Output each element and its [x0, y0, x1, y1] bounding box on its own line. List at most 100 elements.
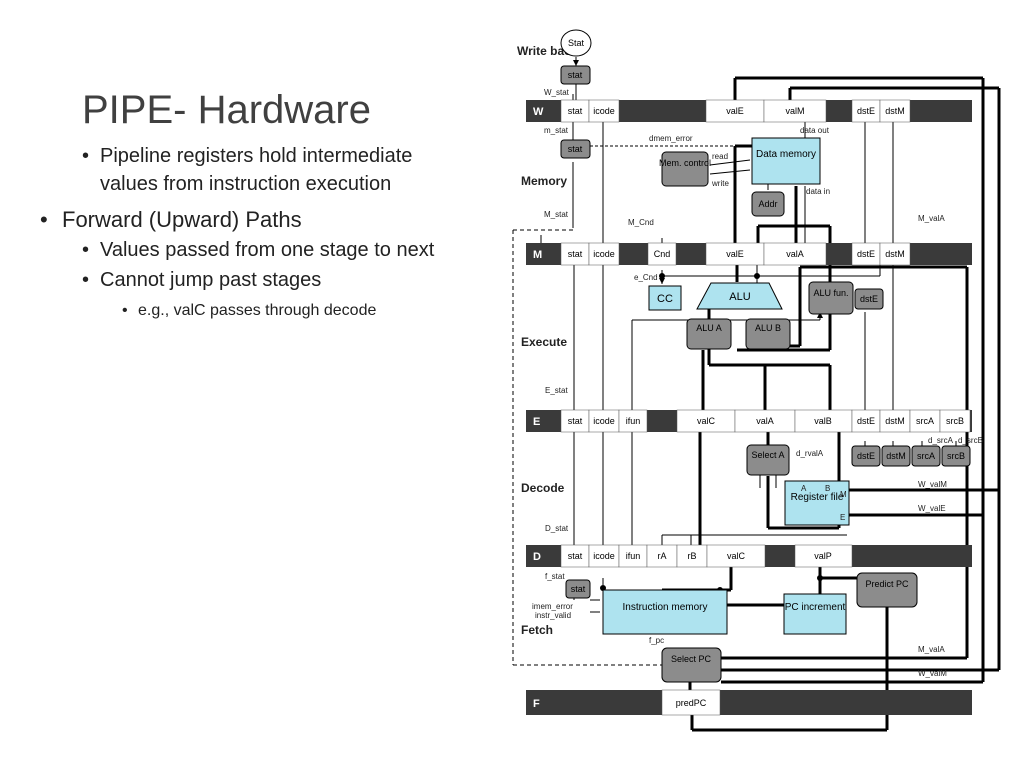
svg-text:E: E — [533, 416, 540, 428]
svg-text:M_valA: M_valA — [918, 645, 945, 654]
svg-text:W_stat: W_stat — [544, 88, 570, 97]
svg-text:d_srcB: d_srcB — [958, 436, 983, 445]
stage-decode: Decode — [521, 481, 565, 495]
bullet-valc-example: •e.g., valC passes through decode — [122, 302, 377, 319]
svg-text:m_stat: m_stat — [544, 126, 569, 135]
pipeline-register-f: F predPC — [526, 689, 972, 716]
svg-text:dstM: dstM — [885, 106, 905, 116]
svg-text:data out: data out — [800, 126, 830, 135]
stage-execute: Execute — [521, 335, 567, 349]
svg-text:stat: stat — [568, 416, 583, 426]
select-a-block: Select A — [746, 444, 790, 476]
alu-fun-block: ALU fun. — [808, 281, 854, 315]
svg-text:rA: rA — [658, 551, 667, 561]
pipeline-register-e: E stat icode ifun valC valA valB dstE ds… — [526, 409, 972, 433]
svg-text:valE: valE — [726, 106, 744, 116]
svg-text:data in: data in — [806, 187, 830, 196]
svg-text:M_Cnd: M_Cnd — [628, 218, 654, 227]
svg-text:read: read — [712, 152, 728, 161]
bullet-values-passed: •Values passed from one stage to next — [82, 239, 435, 261]
svg-text:stat: stat — [568, 70, 583, 80]
svg-text:Select PC: Select PC — [671, 654, 712, 664]
svg-text:W_valE: W_valE — [918, 504, 946, 513]
d-srcb-box: srcB — [941, 445, 971, 467]
svg-text:D: D — [533, 551, 541, 563]
svg-text:E_stat: E_stat — [545, 386, 568, 395]
svg-text:dstM: dstM — [885, 249, 905, 259]
svg-text:stat: stat — [568, 249, 583, 259]
svg-text:Instruction memory: Instruction memory — [622, 602, 707, 613]
stat-output: Stat — [560, 29, 592, 57]
svg-text:dmem_error: dmem_error — [649, 134, 693, 143]
bullet-pipeline-registers: •Pipeline registers hold intermediate va… — [82, 145, 413, 195]
svg-text:F: F — [533, 698, 540, 710]
svg-text:dstE: dstE — [857, 249, 875, 259]
instruction-memory-block: Instruction memory — [602, 589, 728, 635]
svg-text:ALU A: ALU A — [696, 323, 722, 333]
alu-block: ALU — [696, 282, 783, 310]
svg-text:W: W — [533, 106, 544, 118]
e-dste-block: dstE — [854, 288, 884, 310]
svg-text:B: B — [825, 484, 830, 493]
svg-text:valP: valP — [814, 551, 832, 561]
alu-a-block: ALU A — [686, 318, 732, 350]
svg-text:M: M — [533, 249, 542, 261]
svg-text:ALU B: ALU B — [755, 323, 781, 333]
svg-text:valA: valA — [786, 249, 804, 259]
svg-text:f_pc: f_pc — [649, 636, 664, 645]
svg-text:srcA: srcA — [916, 416, 934, 426]
svg-text:stat: stat — [571, 584, 586, 594]
f-stat-box: stat — [565, 579, 591, 599]
register-file-block: Register file — [784, 480, 850, 526]
svg-text:W_valM: W_valM — [918, 480, 947, 489]
svg-text:Stat: Stat — [568, 38, 585, 48]
svg-text:predPC: predPC — [676, 698, 707, 708]
svg-text:dstE: dstE — [857, 416, 875, 426]
svg-text:icode: icode — [593, 551, 615, 561]
svg-text:icode: icode — [593, 106, 615, 116]
svg-text:dstE: dstE — [857, 106, 875, 116]
svg-text:Mem. control: Mem. control — [659, 158, 711, 168]
svg-text:valB: valB — [814, 416, 832, 426]
svg-text:ALU fun.: ALU fun. — [813, 288, 848, 298]
svg-text:valC: valC — [727, 551, 746, 561]
svg-text:srcB: srcB — [947, 451, 965, 461]
pipeline-register-d: D stat icode ifun rA rB valC valP — [526, 544, 972, 568]
svg-text:valE: valE — [726, 249, 744, 259]
svg-text:instr_valid: instr_valid — [535, 611, 571, 620]
svg-text:PC increment: PC increment — [785, 602, 846, 613]
svg-text:e_Cnd: e_Cnd — [634, 273, 658, 282]
pipeline-register-w: W stat icode valE valM dstE dstM — [526, 99, 972, 123]
w-stat-box: stat — [560, 65, 591, 85]
svg-text:W_valM: W_valM — [918, 669, 947, 678]
select-pc-block: Select PC — [661, 647, 722, 683]
svg-text:d_srcA: d_srcA — [928, 436, 954, 445]
d-srca-box: srcA — [911, 445, 941, 467]
d-dstm-box: dstM — [881, 445, 911, 467]
svg-text:E: E — [840, 513, 845, 522]
d-dste-box: dstE — [851, 445, 881, 467]
svg-text:srcB: srcB — [946, 416, 964, 426]
bullet-list: •Pipeline registers hold intermediate va… — [40, 140, 460, 324]
svg-text:M: M — [840, 490, 847, 499]
pipeline-register-m: M stat icode Cnd valE valA dstE dstM — [526, 242, 972, 266]
addr-block: Addr — [751, 191, 785, 217]
slide-title: PIPE- Hardware — [82, 88, 371, 132]
svg-text:Addr: Addr — [758, 199, 777, 209]
svg-text:dstM: dstM — [886, 451, 906, 461]
svg-text:ALU: ALU — [729, 291, 750, 303]
m-stat-box: stat — [560, 139, 591, 159]
svg-text:stat: stat — [568, 106, 583, 116]
svg-text:icode: icode — [593, 416, 615, 426]
cc-block: CC — [648, 285, 682, 311]
alu-b-block: ALU B — [745, 318, 791, 350]
stage-memory: Memory — [521, 174, 567, 188]
svg-text:Data memory: Data memory — [756, 149, 816, 160]
svg-text:Cnd: Cnd — [654, 249, 671, 259]
svg-text:srcA: srcA — [917, 451, 935, 461]
svg-text:ifun: ifun — [626, 551, 641, 561]
svg-text:valC: valC — [697, 416, 716, 426]
svg-text:A: A — [801, 484, 807, 493]
bullet-cannot-jump: •Cannot jump past stages — [82, 269, 322, 291]
